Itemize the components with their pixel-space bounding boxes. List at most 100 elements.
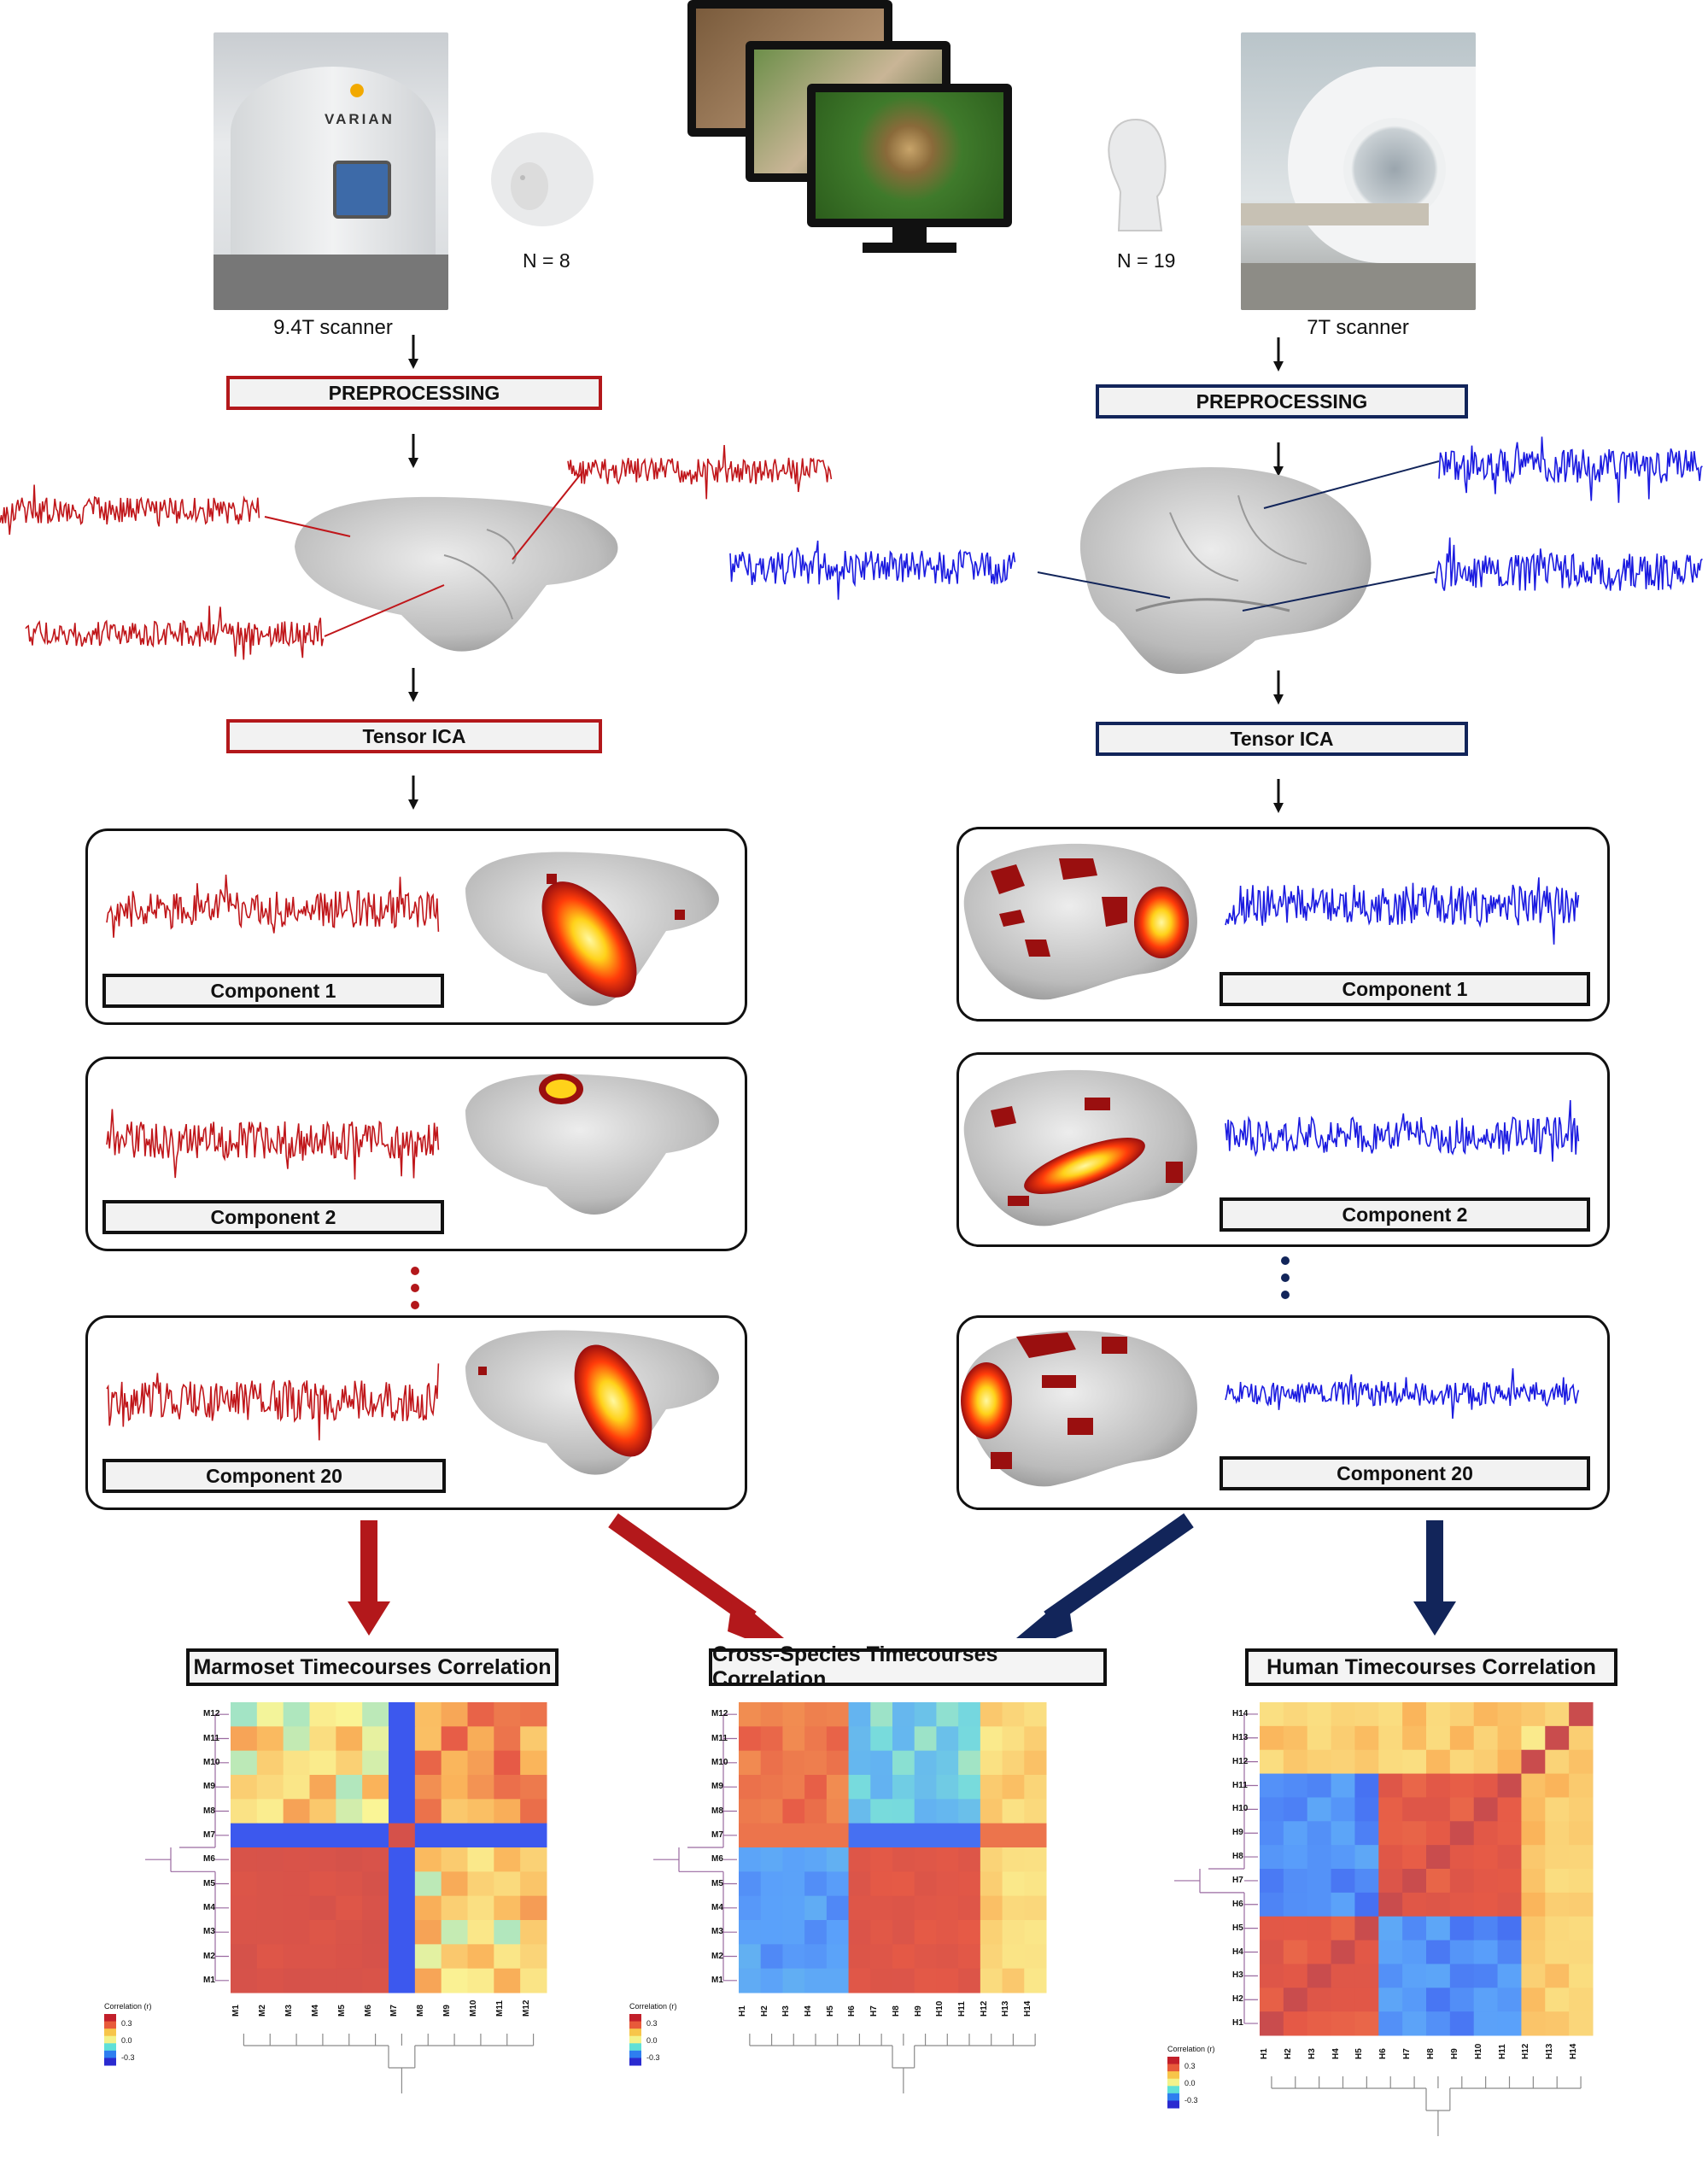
matrix-cell (1283, 1821, 1308, 1846)
matrix-cell (1002, 1799, 1025, 1824)
matrix-cell (494, 1702, 521, 1727)
matrix-cell (362, 1847, 389, 1872)
flow-arrow-right-2 (1273, 442, 1284, 477)
human-component-2-timecourse (1225, 1100, 1580, 1162)
matrix-cell (283, 1726, 310, 1752)
matrix-cell (389, 1871, 416, 1897)
matrix-cell (1283, 1940, 1308, 1964)
colorbar-title: Correlation (r) (629, 2002, 677, 2011)
matrix-cell (1402, 1940, 1427, 1964)
matrix-cell (848, 1702, 871, 1727)
matrix-cell (1521, 1845, 1546, 1870)
matrix-cell (914, 1871, 937, 1897)
matrix-cell (914, 1968, 937, 1993)
matrix-cell (1449, 1773, 1475, 1798)
marmoset-ellipsis-dots (411, 1267, 419, 1309)
matrix-row-label: H13 (1232, 1732, 1249, 1742)
matrix-cell (1497, 1940, 1522, 1964)
matrix-cell (1331, 1988, 1355, 2012)
matrix-cell (739, 1726, 762, 1752)
matrix-cell (892, 1847, 915, 1872)
matrix-cell (389, 1944, 416, 1970)
matrix-col-label: H7 (1402, 2048, 1413, 2059)
matrix-cell (804, 1871, 828, 1897)
matrix-cell (1378, 2011, 1403, 2036)
matrix-cell (739, 1775, 762, 1800)
matrix-cell (1283, 1725, 1308, 1751)
matrix-col-label: H4 (804, 2005, 813, 2017)
matrix-cell (336, 1775, 363, 1800)
matrix-cell (336, 1871, 363, 1897)
matrix-cell (1002, 1750, 1025, 1776)
matrix-cell (870, 1775, 893, 1800)
matrix-cell (414, 1847, 442, 1872)
colorbar-segment (1167, 2093, 1179, 2101)
matrix-cell (848, 1750, 871, 1776)
matrix-cell (1449, 1702, 1475, 1727)
human-component-panel-1 (956, 827, 1610, 1022)
matrix-cell (1283, 1845, 1308, 1870)
matrix-row-label: M3 (203, 1927, 215, 1937)
matrix-cell (870, 1750, 893, 1776)
matrix-cell (1449, 1869, 1475, 1894)
matrix-row-label: H11 (1232, 1780, 1248, 1790)
matrix-cell (1569, 1725, 1594, 1751)
matrix-cell (389, 1775, 416, 1800)
matrix-cell (1002, 1895, 1025, 1921)
matrix-cell (1378, 1749, 1403, 1775)
marmoset-component-maps (106, 852, 719, 1475)
marmoset-signal-b (567, 445, 833, 500)
matrix-cell (336, 1799, 363, 1824)
matrix-cell (739, 1895, 762, 1921)
matrix-cell (494, 1750, 521, 1776)
matrix-cell (231, 1871, 258, 1897)
matrix-cell (804, 1895, 828, 1921)
matrix-row-label: H12 (1232, 1756, 1249, 1766)
matrix-cell (1473, 1892, 1499, 1917)
matrix-cell (1307, 1869, 1332, 1894)
matrix-cell (1402, 2011, 1427, 2036)
matrix-cell (1521, 2011, 1546, 2036)
matrix-cell (283, 1968, 310, 1993)
matrix-row-label: M3 (711, 1927, 723, 1937)
col-dendrogram (749, 2034, 1036, 2093)
matrix-cell (1402, 1988, 1427, 2012)
matrix-cell (1473, 1749, 1499, 1775)
matrix-cell (1545, 1702, 1570, 1727)
matrix-cell (389, 1702, 416, 1727)
matrix-cell (870, 1847, 893, 1872)
matrix-cell (1283, 1702, 1308, 1727)
matrix-cell (1402, 1725, 1427, 1751)
matrix-cell (958, 1920, 981, 1945)
marmoset-component-panel-20 (85, 1315, 747, 1510)
colorbar-tick: 0.3 (121, 2019, 132, 2028)
matrix-cell (958, 1799, 981, 1824)
matrix-col-label: H14 (1569, 2043, 1579, 2059)
matrix-cell (739, 1920, 762, 1945)
matrix-cell (782, 1847, 805, 1872)
matrix-cell (1307, 1892, 1332, 1917)
matrix-cell (231, 1775, 258, 1800)
matrix-cell (760, 1799, 783, 1824)
matrix-cell (1449, 1988, 1475, 2012)
matrix-cell (441, 1726, 468, 1752)
matrix-cell (1260, 1940, 1284, 1964)
matrix-cell (1426, 1845, 1451, 1870)
matrix-cell (1260, 1964, 1284, 1988)
matrix-cell (1402, 1749, 1427, 1775)
matrix-cell (1521, 1821, 1546, 1846)
matrix-cell (1402, 1773, 1427, 1798)
matrix-cell (848, 1968, 871, 1993)
marmoset-brain-timecourses (0, 445, 833, 660)
matrix-cell (1449, 1749, 1475, 1775)
matrix-cell (804, 1920, 828, 1945)
matrix-cell (958, 1702, 981, 1727)
matrix-cell (1354, 2011, 1379, 2036)
matrix-cell (760, 1823, 783, 1848)
matrix-cell (520, 1823, 547, 1848)
matrix-cell (1569, 1892, 1594, 1917)
matrix-cell (231, 1702, 258, 1727)
matrix-cell (362, 1726, 389, 1752)
matrix-cell (256, 1775, 284, 1800)
matrix-cell (1283, 1964, 1308, 1988)
